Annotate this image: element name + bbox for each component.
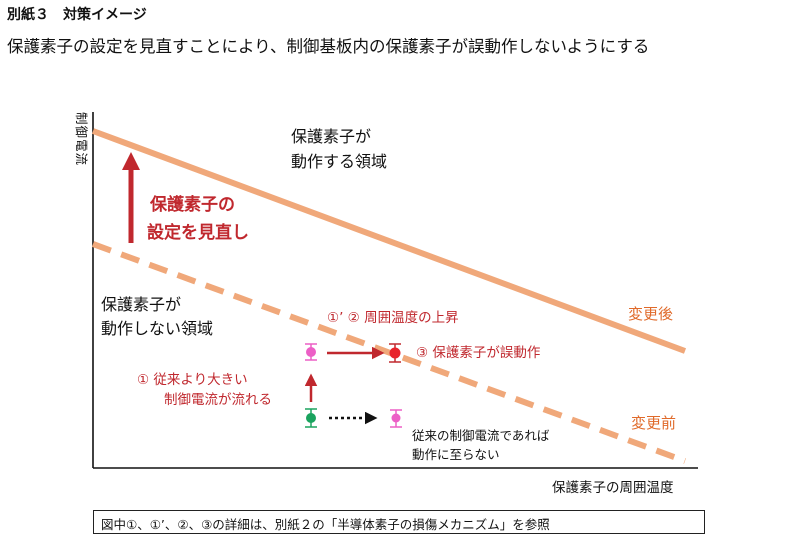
footnote-text: 図中①、①’、②、③の詳細は、別紙２の「半導体素子の損傷メカニズム」を参照 [101, 517, 550, 532]
setting-change-label-2: 設定を見直し [147, 222, 249, 243]
setting-change-label-1: 保護素子の [149, 194, 235, 215]
step-3-label: ③ 保護素子が誤動作 [416, 345, 540, 361]
green-marker-normal [305, 408, 317, 428]
region-upper-label-2: 動作する領域 [291, 152, 387, 171]
setting-change-arrowhead [122, 152, 140, 170]
line-before-change [91, 241, 687, 464]
pink-marker-lower [390, 409, 402, 428]
region-lower-label-1: 保護素子が [101, 295, 181, 314]
y-axis-label: 制御電流 [74, 112, 89, 166]
step-1-label-2: 制御電流が流れる [164, 392, 272, 408]
page-title: 別紙３ 対策イメージ [7, 7, 147, 23]
page-subtitle: 保護素子の設定を見直すことにより、制御基板内の保護素子が誤動作しないようにする [7, 37, 650, 56]
normal-case-label-1: 従来の制御電流であれば [412, 428, 550, 443]
line-after-label: 変更後 [628, 305, 673, 323]
red-marker-malfunction [389, 343, 401, 363]
region-lower-label-2: 動作しない領域 [101, 319, 213, 338]
step-1-label-1: ① 従来より大きい [137, 372, 248, 388]
step-1p-2-label: ①’ ② 周囲温度の上昇 [327, 310, 459, 326]
pink-marker-upper [305, 343, 317, 361]
x-axis-label: 保護素子の周囲温度 [552, 480, 674, 496]
line-after-change [91, 128, 687, 354]
normal-case-label-2: 動作に至らない [412, 447, 500, 462]
footnote-box: 図中①、①’、②、③の詳細は、別紙２の「半導体素子の損傷メカニズム」を参照 [93, 510, 705, 534]
region-upper-label-1: 保護素子が [291, 127, 371, 146]
line-before-label: 変更前 [631, 414, 676, 432]
